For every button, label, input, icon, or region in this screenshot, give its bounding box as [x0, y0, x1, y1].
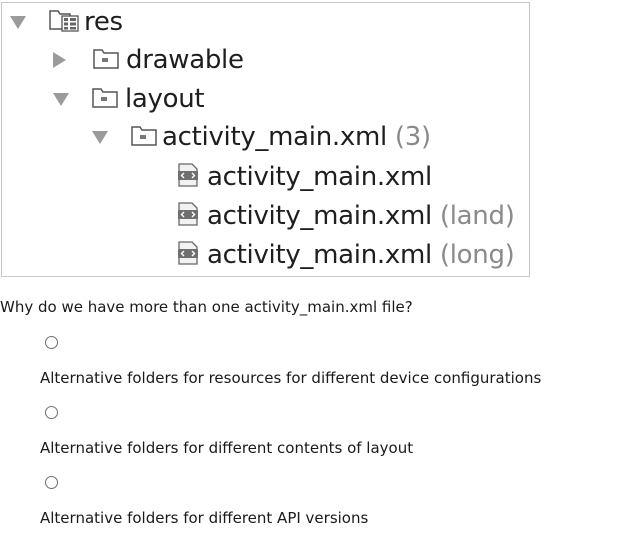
- option-label-2[interactable]: Alternative folders for different conten…: [40, 439, 414, 457]
- xml-file-icon: [175, 240, 201, 270]
- tree-node-label: drawable: [126, 45, 244, 75]
- xml-file-icon: [175, 162, 201, 192]
- resource-folder-icon: [48, 7, 80, 37]
- folder-icon: [91, 84, 119, 114]
- expand-arrow-icon[interactable]: [92, 130, 108, 144]
- project-tree-panel: res drawable layout: [1, 2, 530, 277]
- option-label-1[interactable]: Alternative folders for resources for di…: [40, 369, 542, 387]
- option-radio-2[interactable]: [45, 406, 58, 419]
- option-radio-1[interactable]: [45, 336, 58, 349]
- folder-icon: [130, 122, 158, 152]
- tree-node-activity-main-group[interactable]: activity_main.xml (3): [92, 120, 431, 154]
- option-radio-3[interactable]: [45, 476, 58, 489]
- tree-node-label: layout: [125, 84, 205, 114]
- expand-arrow-icon[interactable]: [10, 15, 26, 29]
- collapse-arrow-icon[interactable]: [53, 52, 66, 68]
- tree-node-label: activity_main.xml: [207, 240, 432, 270]
- tree-node-label: activity_main.xml: [207, 162, 432, 192]
- question-text: Why do we have more than one activity_ma…: [0, 298, 413, 316]
- option-label-3[interactable]: Alternative folders for different API ve…: [40, 509, 369, 527]
- qualifier-label: (long): [439, 240, 515, 270]
- tree-node-file[interactable]: activity_main.xml: [175, 160, 440, 194]
- qualifier-label: (land): [439, 201, 515, 231]
- folder-icon: [92, 45, 120, 75]
- tree-node-file[interactable]: activity_main.xml (long): [175, 238, 515, 272]
- tree-node-file[interactable]: activity_main.xml (land): [175, 199, 515, 233]
- tree-node-res[interactable]: res: [10, 5, 123, 39]
- tree-node-label: activity_main.xml: [162, 122, 387, 152]
- tree-node-drawable[interactable]: drawable: [53, 43, 244, 77]
- xml-file-icon: [175, 201, 201, 231]
- expand-arrow-icon[interactable]: [53, 92, 69, 106]
- tree-node-layout[interactable]: layout: [53, 82, 205, 116]
- file-count-badge: (3): [394, 122, 431, 152]
- tree-node-label: activity_main.xml: [207, 201, 432, 231]
- tree-node-label: res: [84, 7, 123, 37]
